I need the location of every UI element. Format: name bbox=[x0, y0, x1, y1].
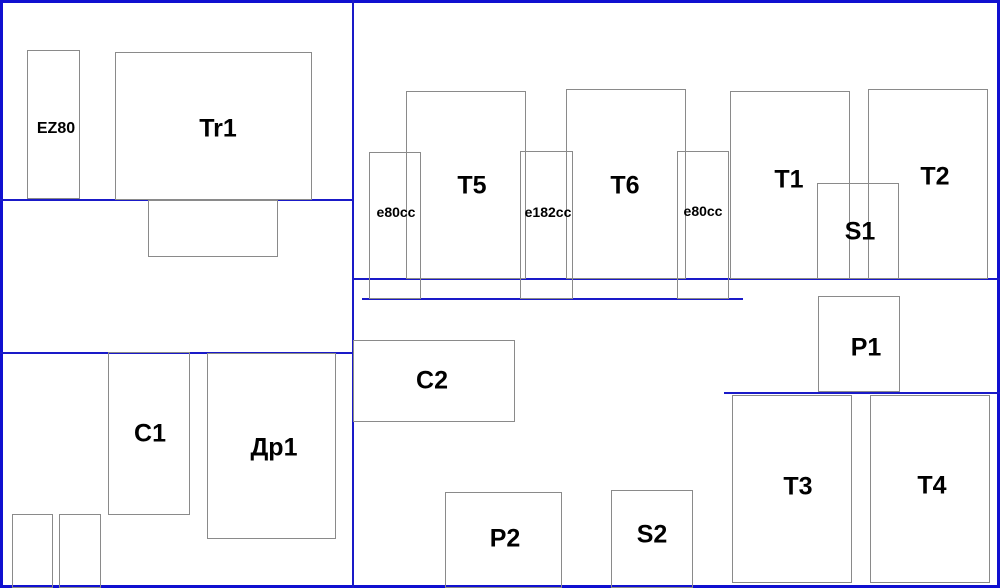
component-ez80 bbox=[27, 50, 80, 199]
component-t1 bbox=[730, 91, 850, 279]
component-c2 bbox=[353, 340, 515, 422]
label-s1: S1 bbox=[844, 217, 876, 246]
component-e80cc-left bbox=[369, 152, 421, 299]
label-t4: T4 bbox=[917, 471, 947, 500]
component-tr1-base bbox=[148, 200, 278, 257]
label-dr1: Др1 bbox=[250, 433, 298, 462]
divider-right-bottom bbox=[724, 392, 1000, 394]
component-tr1 bbox=[115, 52, 312, 200]
component-s1 bbox=[817, 183, 899, 279]
label-t3: T3 bbox=[783, 472, 813, 501]
component-unlabeled-2 bbox=[59, 514, 101, 588]
divider-left-bottom bbox=[0, 352, 353, 354]
label-c2: C2 bbox=[416, 366, 448, 395]
label-p2: P2 bbox=[489, 524, 521, 553]
component-unlabeled-1 bbox=[12, 514, 53, 588]
component-t5 bbox=[406, 91, 526, 279]
label-ez80: EZ80 bbox=[36, 120, 76, 137]
component-dr1 bbox=[207, 353, 336, 539]
divider-right-top bbox=[353, 278, 1000, 280]
label-e80cc-right: e80cc bbox=[683, 203, 723, 219]
label-tr1: Tr1 bbox=[199, 114, 237, 143]
label-t1: T1 bbox=[774, 165, 804, 194]
component-t4 bbox=[870, 395, 990, 583]
label-c1: C1 bbox=[134, 419, 166, 448]
label-s2: S2 bbox=[636, 520, 668, 549]
tube-row-line bbox=[362, 298, 743, 300]
divider-vertical bbox=[352, 0, 354, 588]
component-t3 bbox=[732, 395, 852, 583]
component-e182cc bbox=[520, 151, 573, 299]
component-p1 bbox=[818, 296, 900, 392]
component-t6 bbox=[566, 89, 686, 279]
label-t6: T6 bbox=[610, 171, 640, 200]
component-c1 bbox=[108, 352, 190, 515]
label-p1: P1 bbox=[850, 333, 882, 362]
label-t5: T5 bbox=[457, 171, 487, 200]
component-t2 bbox=[868, 89, 988, 279]
label-e80cc-left: e80cc bbox=[376, 204, 416, 220]
component-e80cc-right bbox=[677, 151, 729, 299]
label-e182cc: e182cc bbox=[524, 204, 572, 220]
label-t2: T2 bbox=[920, 162, 950, 191]
